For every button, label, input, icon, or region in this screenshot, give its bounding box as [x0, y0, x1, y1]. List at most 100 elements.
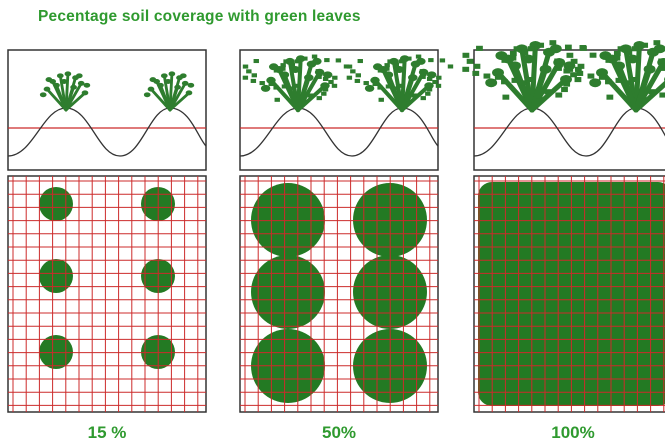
plant-leaf [556, 62, 563, 68]
plant-leaf [613, 61, 625, 71]
grid-frame [7, 175, 207, 413]
plant-stem [282, 72, 301, 113]
plant-leaf [501, 57, 509, 63]
plant-leaf [537, 42, 545, 48]
plant-icon [143, 71, 195, 112]
plant-leaf [64, 71, 72, 77]
plant-leaf [149, 77, 157, 83]
plant-leaf [606, 94, 614, 100]
plant-leaf [472, 70, 480, 76]
plant-leaf [659, 65, 665, 71]
plant-leaf [660, 62, 665, 68]
plant-icon [462, 40, 597, 113]
plant-leaf [81, 90, 89, 96]
plant-leaf [147, 86, 155, 92]
plant-leaf [288, 86, 294, 91]
plant-icon [242, 54, 350, 113]
plant-leaf [624, 80, 631, 86]
plant-leaf [580, 45, 587, 51]
plant-leaf [354, 78, 361, 83]
plant-leaf [605, 57, 613, 63]
plant-leaf [639, 93, 647, 99]
plant-leaf [527, 46, 535, 52]
plant-leaf [631, 46, 639, 52]
plant-stem [64, 91, 87, 112]
plant-leaf [625, 50, 633, 56]
plant-leaf [659, 92, 665, 98]
plant-leaf [60, 79, 68, 84]
plant-stem [168, 91, 191, 112]
plant-leaf [613, 55, 621, 61]
plant-leaf [321, 83, 328, 88]
plant-leaf [549, 40, 557, 46]
plant-leaf [164, 79, 172, 84]
diagram-title: Pecentage soil coverage with green leave… [38, 8, 361, 25]
plant-leaf [332, 75, 338, 80]
plant-leaf [385, 84, 392, 89]
plant-leaf [143, 92, 151, 98]
plant-leaf [432, 79, 438, 85]
plant-leaf [509, 50, 517, 57]
plant-leaf [321, 91, 327, 96]
plant-leaf [168, 71, 176, 77]
plant-icon [566, 40, 665, 113]
plant-leaf [420, 74, 426, 79]
plant-leaf [181, 80, 189, 86]
plant-stem [399, 83, 432, 113]
plant-leaf [328, 79, 334, 85]
plant-leaf [587, 73, 595, 79]
plant-leaf [428, 58, 434, 63]
plant-leaf [565, 63, 573, 69]
plant-leaf [566, 52, 574, 58]
plant-leaf [393, 62, 400, 67]
plant-stem [149, 87, 172, 112]
plant-leaf [570, 58, 578, 64]
plant-leaf [313, 58, 320, 63]
plant-stem [616, 63, 639, 113]
coverage-panel-2 [239, 49, 454, 413]
plant-leaf [561, 86, 568, 93]
plant-leaf [259, 81, 265, 86]
plant-icon [39, 71, 91, 112]
plant-leaf [316, 96, 322, 101]
plant-leaf [242, 75, 249, 80]
grid-area [8, 176, 206, 412]
plant-leaf [274, 97, 280, 102]
plant-stem [295, 75, 311, 113]
plant-leaf [643, 64, 656, 74]
plant-leaf [56, 73, 64, 79]
plant-leaf [420, 96, 426, 101]
plant-leaf [535, 93, 543, 99]
plant-leaf [415, 54, 422, 59]
plant-leaf [242, 64, 249, 69]
plant-leaf [45, 77, 53, 83]
plant-leaf [574, 77, 582, 83]
plant-leaf [316, 74, 322, 79]
plant-leaf [311, 54, 318, 59]
plant-stem [268, 78, 301, 113]
plant-leaf [185, 90, 193, 96]
plant-leaf [75, 73, 83, 79]
plant-leaf [466, 58, 474, 64]
plant-leaf [419, 69, 426, 74]
plant-leaf [346, 64, 353, 69]
plant-leaf [343, 64, 350, 69]
plant-leaf [555, 92, 563, 98]
coverage-panel-1 [7, 49, 207, 413]
plant-leaf [539, 64, 552, 74]
plant-leaf [187, 82, 195, 88]
plant-leaf [290, 65, 301, 74]
plant-stem [55, 83, 68, 112]
coverage-label-50: 50% [321, 423, 357, 442]
plant-leaf [411, 93, 418, 98]
plant-leaf [408, 74, 418, 82]
plant-leaf [279, 71, 290, 79]
plant-leaf [246, 69, 252, 74]
plant-leaf [630, 76, 638, 83]
plant-leaf [179, 73, 187, 79]
plant-leaf [509, 61, 521, 71]
plant-leaf [551, 45, 559, 51]
plant-stem [159, 83, 172, 112]
plant-leaf [483, 73, 491, 79]
plant-leaf [555, 65, 562, 71]
